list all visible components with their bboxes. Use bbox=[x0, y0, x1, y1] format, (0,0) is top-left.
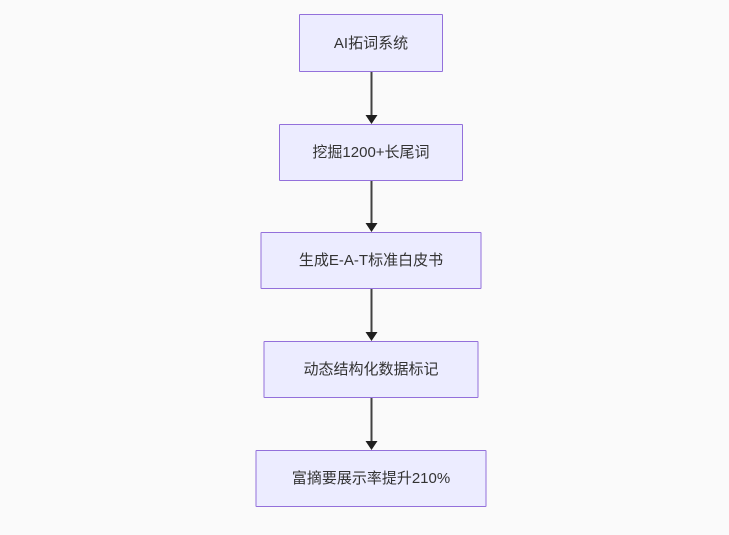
arrowhead-down-icon bbox=[365, 115, 377, 124]
flow-arrow-3 bbox=[365, 289, 378, 341]
arrowhead-down-icon bbox=[365, 223, 377, 232]
flow-node-label: 富摘要展示率提升210% bbox=[291, 470, 451, 487]
flow-node-ai-word-expansion: AI拓词系统 bbox=[299, 14, 443, 72]
arrow-line bbox=[370, 181, 372, 225]
flow-node-longtail-mining: 挖掘1200+长尾词 bbox=[279, 124, 463, 181]
arrow-line bbox=[370, 398, 372, 443]
arrow-line bbox=[370, 72, 372, 117]
flow-node-rich-snippet-uplift: 富摘要展示率提升210% bbox=[255, 450, 487, 507]
flow-node-label: AI拓词系统 bbox=[333, 34, 409, 52]
flow-node-structured-data-markup: 动态结构化数据标记 bbox=[263, 341, 479, 398]
arrow-line bbox=[370, 289, 372, 334]
flow-arrow-1 bbox=[365, 72, 378, 124]
flow-arrow-4 bbox=[365, 398, 378, 450]
flow-node-eat-whitepaper: 生成E-A-T标准白皮书 bbox=[260, 232, 482, 289]
flow-node-label: 动态结构化数据标记 bbox=[303, 361, 439, 378]
flow-node-label: 生成E-A-T标准白皮书 bbox=[298, 252, 444, 269]
arrowhead-down-icon bbox=[365, 441, 377, 450]
flow-node-label: 挖掘1200+长尾词 bbox=[312, 144, 430, 161]
arrowhead-down-icon bbox=[365, 332, 377, 341]
flow-arrow-2 bbox=[365, 181, 378, 232]
